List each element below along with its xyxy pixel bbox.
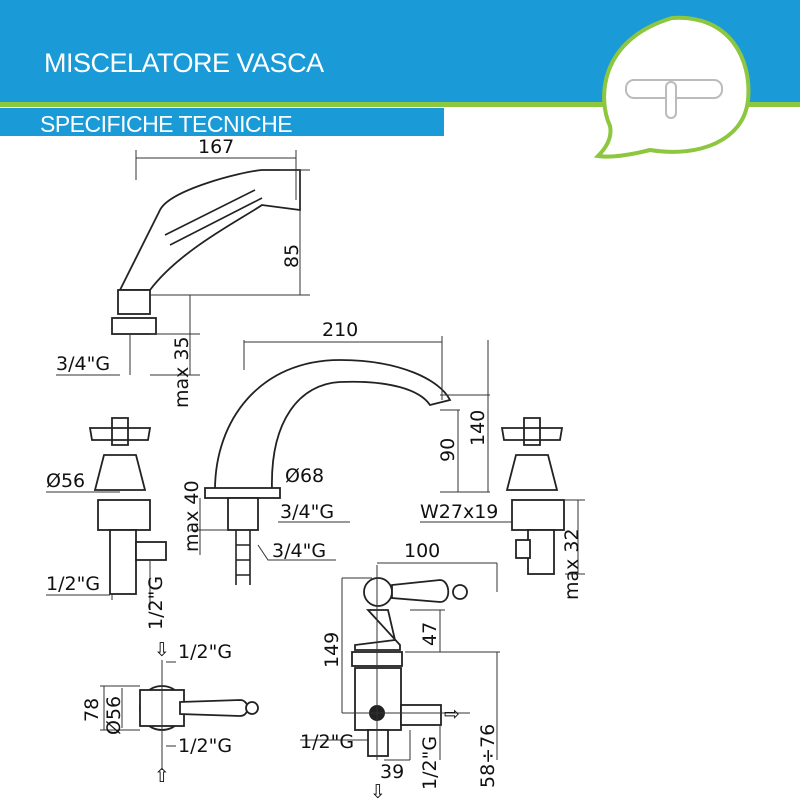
left-thread-h: 1/2"G [46,573,100,595]
inlet-bottom-arrow-icon: ⇧ [154,765,170,787]
dim-o56-top: Ø56 [103,696,125,735]
subtitle-bar [0,108,444,136]
dim-w27x19: W27x19 [420,501,498,523]
diverter-thread-v: 1/2"G [419,736,441,790]
thread-label: 3/4"G [56,353,110,375]
dim-max-35: max 35 [171,336,193,408]
faucet-speech-bubble-icon [625,79,723,119]
outlet-arrow-icon: ⇨ [444,703,460,725]
dim-o68: Ø68 [285,465,324,487]
dim-o56-left: Ø56 [46,470,85,492]
right-valve-drawing: W27x19 max 32 [420,417,585,600]
inlet-arrow-icon: ⇩ [370,781,386,800]
section-subtitle: SPECIFICHE TECNICHE [40,111,293,137]
dim-47: 47 [419,622,441,646]
dim-100: 100 [404,540,440,562]
dim-167: 167 [198,136,234,158]
dim-210: 210 [322,319,358,341]
dim-max-32: max 32 [561,528,583,600]
dim-max-40: max 40 [181,480,203,552]
dim-78: 78 [81,698,103,722]
inlet-top-arrow-icon: ⇩ [154,639,170,661]
top-view-drawing: 78 Ø56 1/2"G 1/2"G ⇩ ⇧ [81,639,259,787]
dim-58-76: 58÷76 [477,724,499,788]
diverter-drawing: 100 149 47 58÷76 39 1/2"G 1/2"G ⇨ ⇩ [300,540,500,800]
dim-149: 149 [321,632,343,668]
hand-shower-drawing: 167 85 max 35 3/4"G [56,136,310,408]
top-thread-top: 1/2"G [178,641,232,663]
dim-39: 39 [380,761,404,783]
diverter-thread-h: 1/2"G [300,731,354,753]
hose-thread: 3/4"G [272,540,326,562]
dim-140: 140 [467,410,489,446]
left-valve-drawing: Ø56 1/2"G 1/2"G [46,417,167,630]
dim-85: 85 [281,244,303,268]
left-thread-v: 1/2"G [145,576,167,630]
dim-90: 90 [437,438,459,462]
top-thread-bottom: 1/2"G [178,735,232,757]
product-title: MISCELATORE VASCA [44,48,324,78]
spout-drawing: 210 140 90 Ø68 max 40 3/4"G 3/4"G [181,319,490,585]
header-divider [0,102,800,107]
spout-thread: 3/4"G [280,501,334,523]
